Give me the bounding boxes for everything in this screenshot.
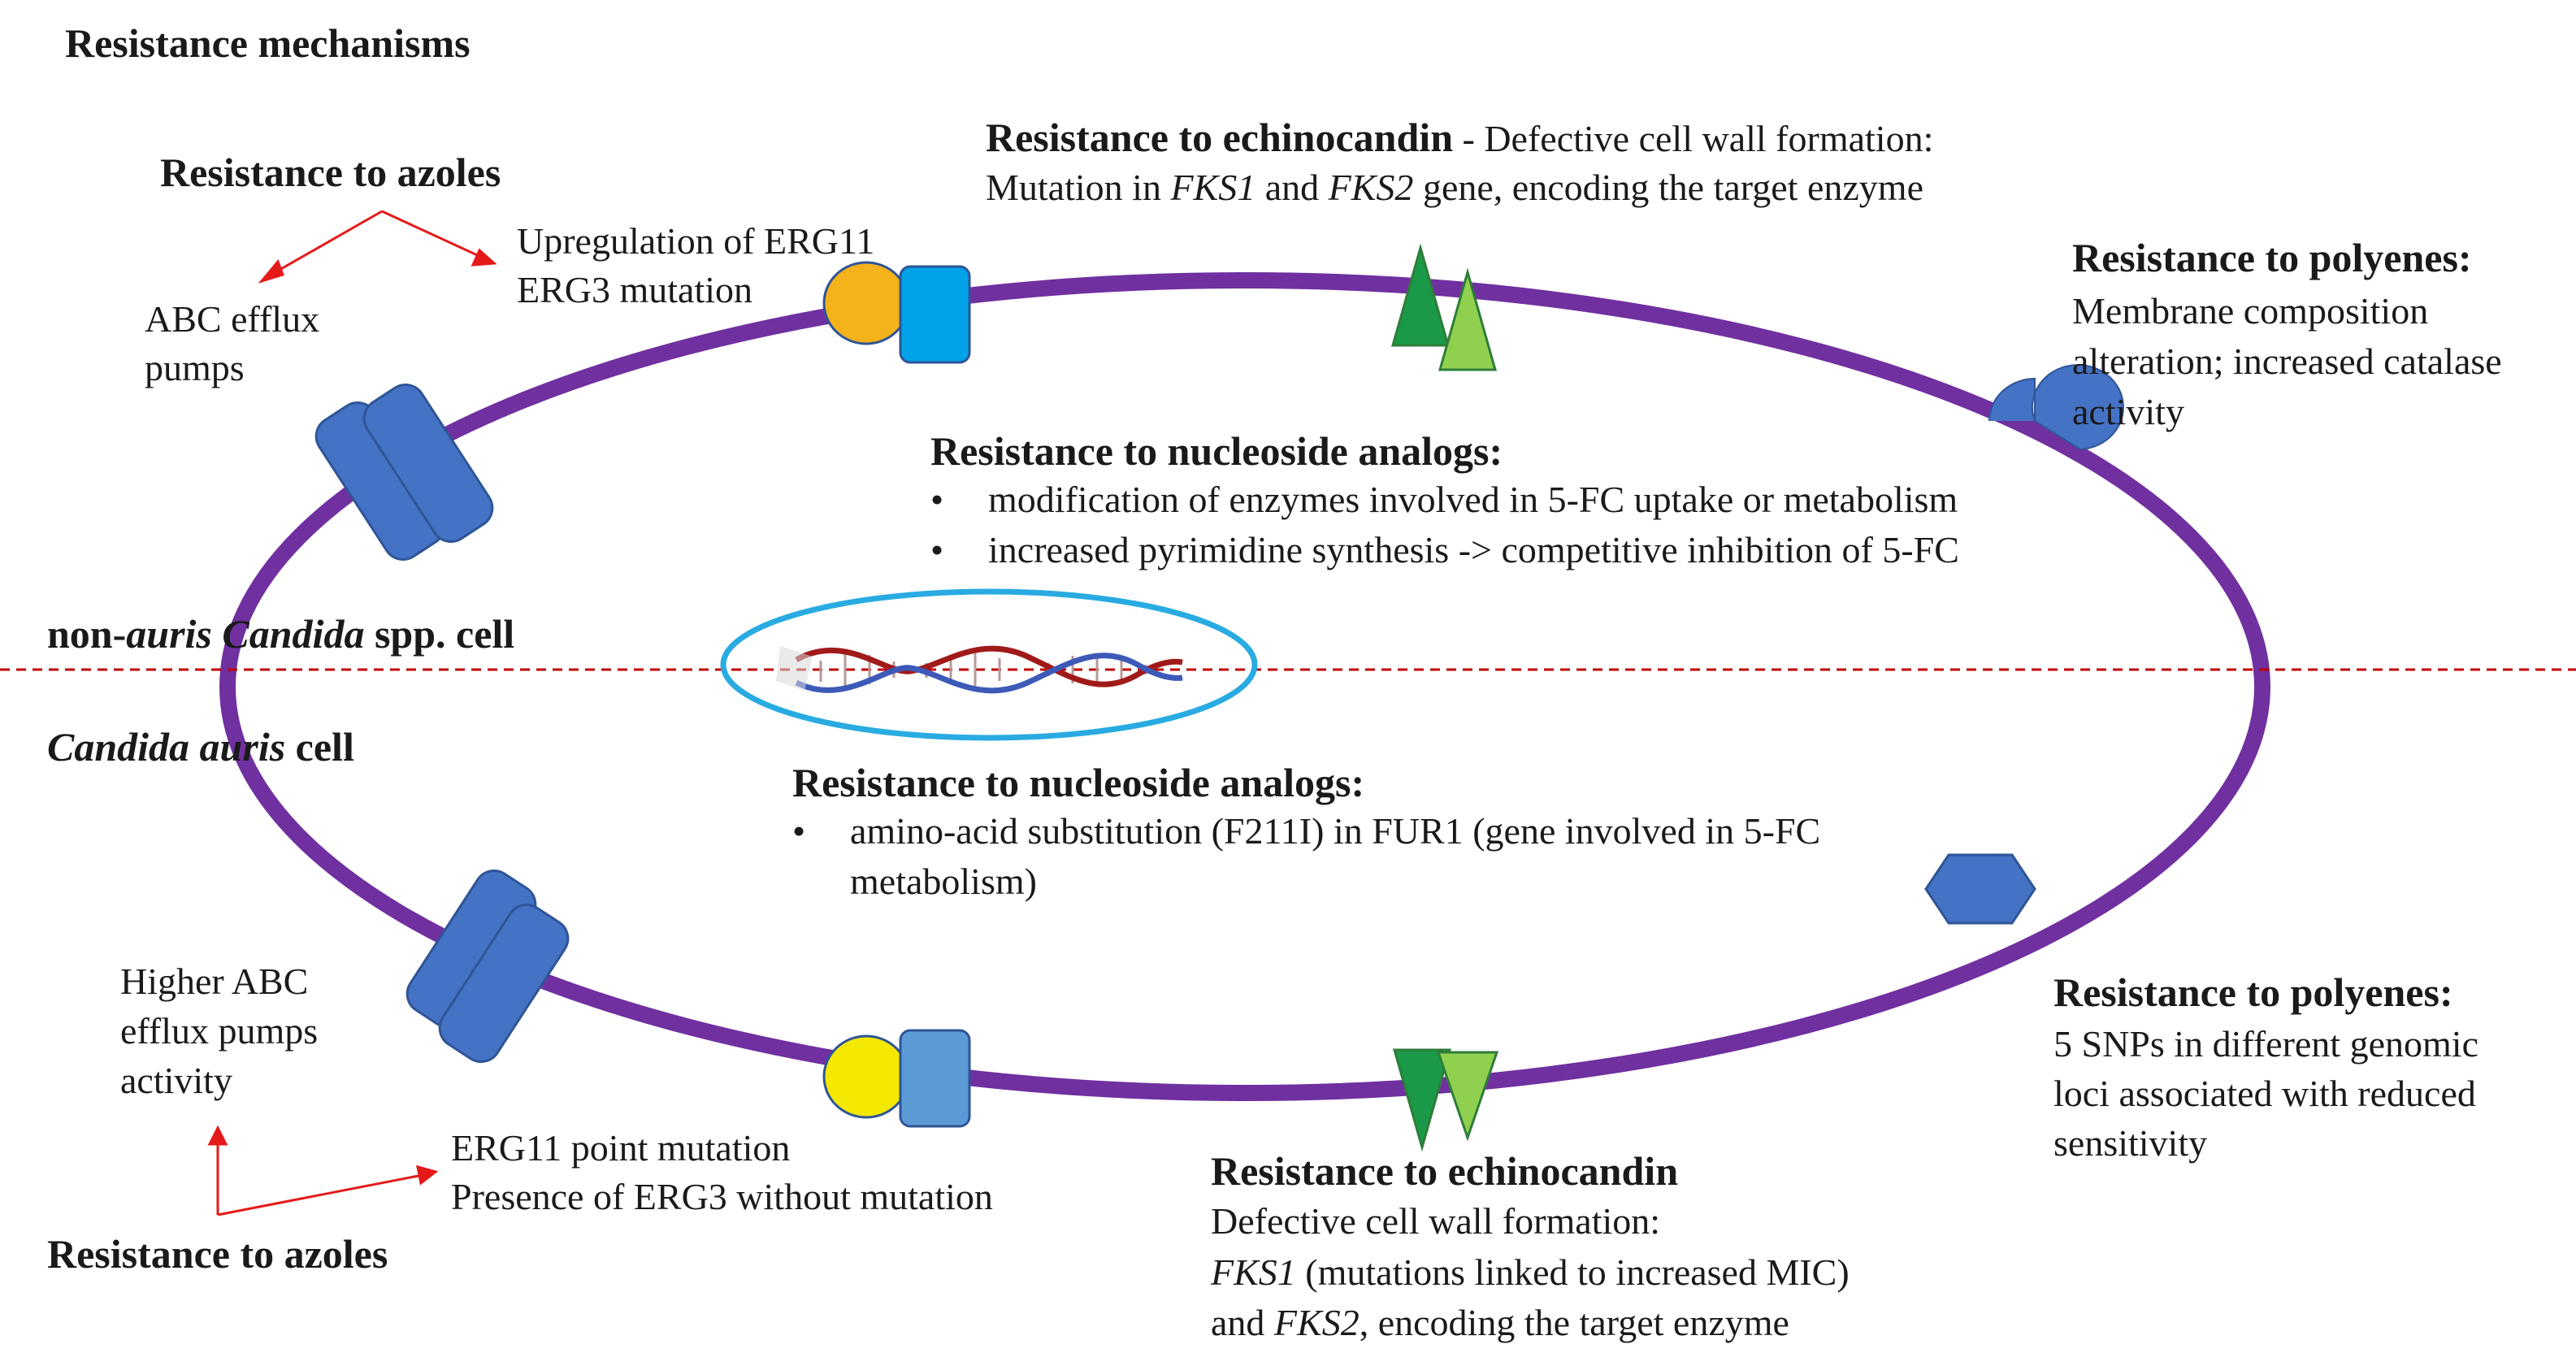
nucleo-top-bullet2: • [930,529,944,570]
azoles-top-heading: Resistance to azoles [160,150,501,195]
nucleo-bottom-item-line1: amino-acid substitution (F211I) in FUR1 … [850,810,1821,852]
echino-bottom-line2-rest: (mutations linked to increased MIC) [1295,1251,1850,1293]
polyenes-bottom-line2: loci associated with reduced [2053,1073,2476,1114]
dna-helix-icon [776,645,1183,694]
abc-pumps-top-line1: ABC efflux [145,298,320,340]
polyenes-top-line3: activity [2072,391,2184,432]
nucleus-oval [720,588,1258,741]
cell-membrane [219,272,2270,1101]
efflux-pump-icon [314,384,494,561]
fks1-gene-bottom: FKS1 [1211,1251,1296,1293]
nucleo-bottom-bullet: • [792,810,806,852]
erg-bottom-line1: ERG11 point mutation [451,1127,791,1169]
azoles-bottom-heading: Resistance to azoles [47,1231,388,1277]
echino-bottom-line3-and: and [1211,1302,1274,1343]
polyenes-bottom-heading: Resistance to polyenes: [2053,969,2453,1015]
non-auris-italic-candida: Candida [211,611,365,657]
fks2-gene: FKS2 [1328,167,1414,208]
erg-bottom-line2: Presence of ERG3 without mutation [451,1176,993,1217]
echino-top-text-a: Mutation in [986,167,1171,208]
polyenes-top-heading: Resistance to polyenes: [2072,235,2472,280]
abc-bottom-line2: efflux pumps [120,1010,319,1052]
polyenes-bottom-line1: 5 SNPs in different genomic [2053,1023,2478,1065]
fks2-gene-bottom: FKS2 [1273,1302,1360,1343]
echino-top-dash-text: - Defective cell wall formation: [1453,118,1934,159]
auris-end: cell [285,724,354,770]
auris-italic: Candida auris [47,724,286,770]
page-title: Resistance mechanisms [65,20,471,66]
fks-triangle-icon [1391,243,1497,371]
erg-top-line2: ERG3 mutation [517,269,753,310]
echino-bottom-line2: FKS1 (mutations linked to increased MIC) [1211,1254,1850,1291]
abc-bottom-line3: activity [120,1060,232,1101]
nucleo-top-item1: modification of enzymes involved in 5-FC… [988,479,1958,520]
nucleo-top-item2: increased pyrimidine synthesis -> compet… [988,529,1959,570]
polyenes-bottom-line3: sensitivity [2053,1122,2208,1164]
efflux-pump-icon [405,869,570,1063]
echino-bottom-line3-rest: , encoding the target enzyme [1359,1302,1789,1343]
polyenes-top-line1: Membrane composition [2072,290,2429,332]
echino-top-heading: Resistance to echinocandin [986,115,1453,160]
nucleo-bottom-heading: Resistance to nucleoside analogs: [792,760,1365,805]
echino-top-line1: Resistance to echinocandin - Defective c… [986,117,1933,158]
echino-bottom-line3: and FKS2, encoding the target enzyme [1211,1304,1789,1342]
auris-cell-label: Candida auris cell [47,726,354,767]
non-auris-end: spp. cell [364,611,515,657]
echino-top-line2: Mutation in FKS1 and FKS2 gene, encoding… [986,169,1923,206]
fks-triangle-icon [1393,1048,1499,1152]
echino-bottom-heading: Resistance to echinocandin [1211,1148,1678,1194]
azoles-bottom-arrows [207,1125,439,1216]
erg-complex-icon [822,1029,971,1128]
nucleo-top-bullet1: • [930,479,944,520]
fks1-gene: FKS1 [1170,167,1256,208]
non-auris-prefix: non- [47,611,127,657]
abc-pumps-top-line2: pumps [145,347,245,388]
erg-top-line1: Upregulation of ERG11 [517,220,875,262]
non-auris-italic-auris: auris [126,611,212,657]
polyenes-top-line2: alteration; increased catalase [2072,340,2502,382]
echino-top-text-end: gene, encoding the target enzyme [1413,167,1923,208]
nucleo-top-heading: Resistance to nucleoside analogs: [930,428,1503,474]
erg-complex-icon [822,261,971,364]
abc-bottom-line1: Higher ABC [120,961,309,1002]
azoles-top-arrows [258,210,497,284]
hexagon-icon [1924,853,2036,925]
catalase-pacman-icon [1988,364,2124,451]
echino-bottom-line1: Defective cell wall formation: [1211,1200,1661,1242]
non-auris-cell-label: non-auris Candida spp. cell [47,614,514,654]
echino-top-text-and: and [1255,167,1329,208]
nucleo-bottom-item-line2: metabolism) [850,861,1037,902]
